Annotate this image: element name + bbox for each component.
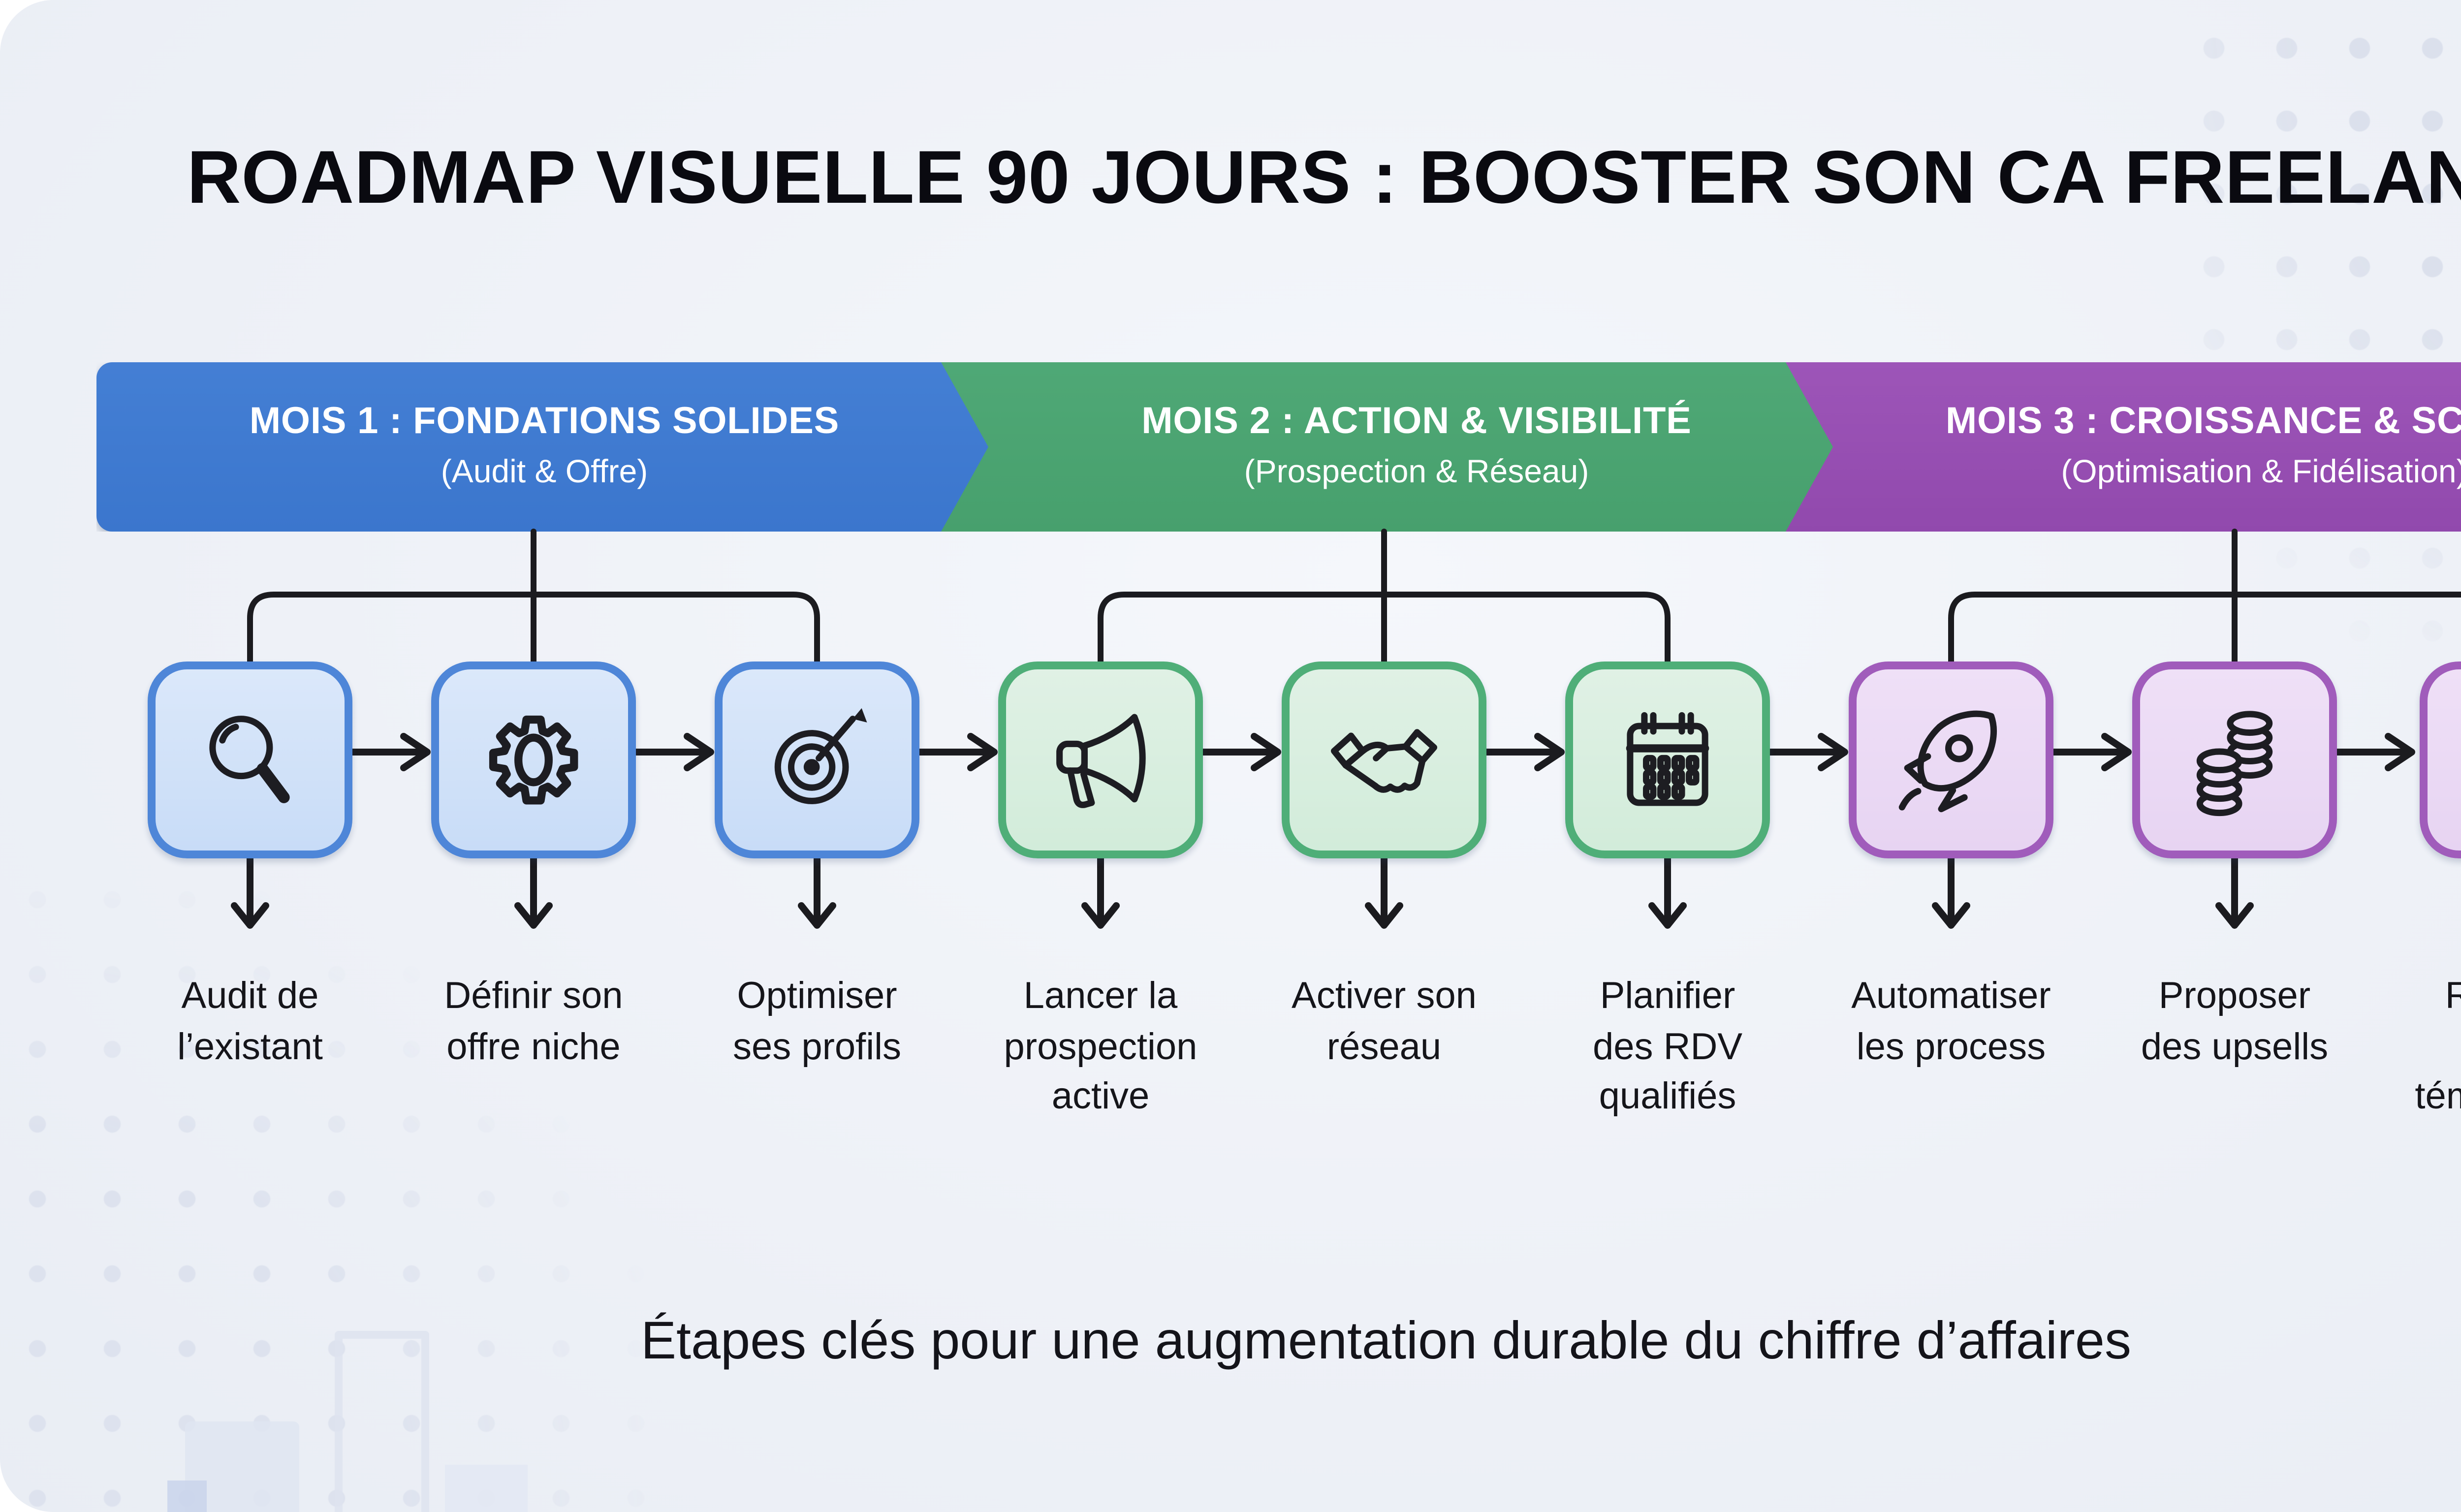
megaphone-icon (1056, 714, 1146, 808)
step-automatiser: Automatiser les process (1809, 662, 2093, 1073)
calendar-icon (1626, 712, 1709, 806)
page-title: ROADMAP VISUELLE 90 JOURS : BOOSTER SON … (187, 138, 2461, 220)
step-label: Automatiser les process (1851, 976, 2051, 1069)
phase-banner-mois-1: MOIS 1 : FONDATIONS SOLIDES (Audit & Off… (96, 362, 1028, 532)
footer-caption: Étapes clés pour une augmentation durabl… (640, 1311, 2131, 1370)
handshake-icon (1330, 729, 1438, 793)
icon-box (2132, 662, 2337, 858)
step-profils: Optimiser ses profils (675, 662, 959, 1073)
icon-box (1282, 662, 1486, 858)
step-label: Proposer des upsells (2141, 976, 2329, 1069)
icon-box (1565, 662, 1770, 858)
magnifier-icon (209, 716, 290, 803)
step-upsells: Proposer des upsells (2093, 662, 2376, 1073)
phase-title: MOIS 3 : CROISSANCE & SCALING (1945, 402, 2437, 443)
coins-icon (2196, 711, 2273, 817)
step-label: Activer son réseau (1292, 976, 1477, 1069)
building-silhouette (335, 1331, 429, 1512)
phase-subtitle: (Prospection & Réseau) (1244, 455, 1589, 490)
halftone-dots-bottom-left (0, 862, 709, 1512)
phase-title: MOIS 2 : ACTION & VISIBILITÉ (1141, 402, 1692, 443)
target-icon (774, 708, 867, 804)
step-label: Audit de l’existant (177, 976, 323, 1069)
phase-banner-mois-3: MOIS 3 : CROISSANCE & SCALING (Optimisat… (1786, 362, 2461, 532)
building-silhouette (445, 1465, 528, 1512)
icon-box (431, 662, 636, 858)
gear-icon (489, 715, 578, 805)
building-silhouette (167, 1480, 207, 1512)
step-reseau: Activer son réseau (1242, 662, 1526, 1073)
step-label: Recueillir des témoignages (2415, 976, 2461, 1119)
phase-subtitle: (Optimisation & Fidélisation) (2061, 455, 2461, 490)
step-offre: Définir son offre niche (392, 662, 675, 1073)
step-label: Lancer la prospection active (1004, 976, 1198, 1119)
icon-box (2420, 662, 2461, 858)
step-label: Définir son offre niche (444, 976, 623, 1069)
icon-box (715, 662, 919, 858)
icon-box (148, 662, 352, 858)
step-label: Planifier des RDV qualifiés (1592, 976, 1743, 1119)
step-label: Optimiser ses profils (732, 976, 902, 1069)
step-rdv: Planifier des RDV qualifiés (1526, 662, 1809, 1124)
phase-banner-mois-2: MOIS 2 : ACTION & VISIBILITÉ (Prospectio… (941, 362, 1884, 532)
phase-title: MOIS 1 : FONDATIONS SOLIDES (249, 402, 840, 443)
icon-box (1849, 662, 2053, 858)
step-audit: Audit de l’existant (108, 662, 392, 1073)
rocket-icon (1898, 710, 1997, 813)
icon-box (998, 662, 1203, 858)
phase-subtitle: (Audit & Offre) (441, 455, 648, 490)
step-temoignages: Recueillir des témoignages (2380, 662, 2461, 1124)
step-prospection: Lancer la prospection active (959, 662, 1242, 1124)
